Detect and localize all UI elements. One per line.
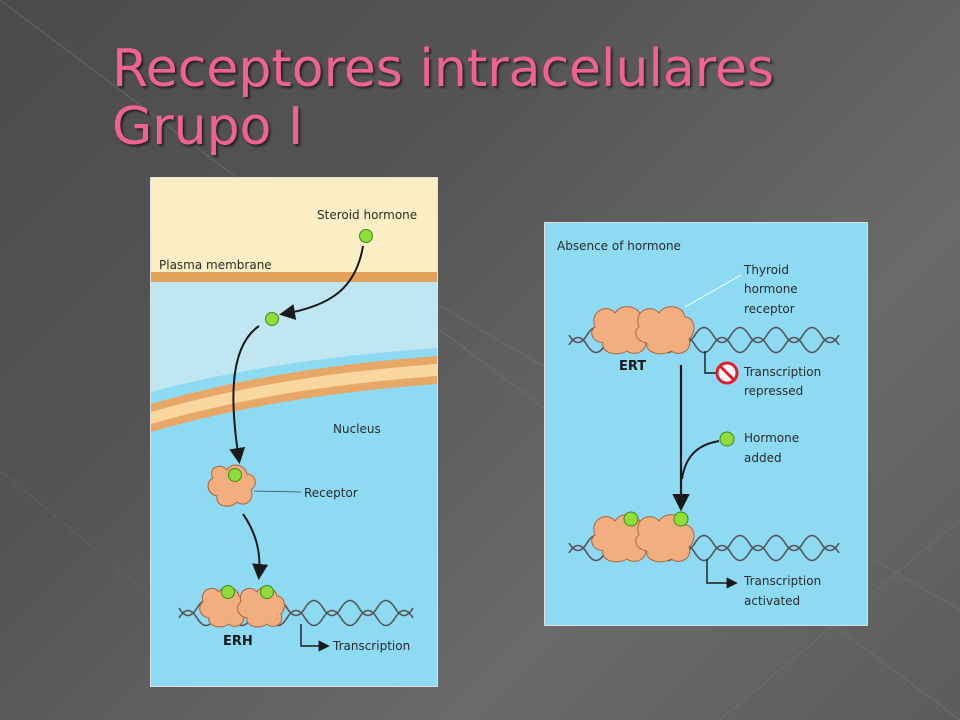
receptor-label: Receptor [304, 486, 358, 500]
no-entry-icon [715, 361, 739, 385]
title-line-2: Grupo I [112, 97, 304, 157]
thyroid-diagram-svg [568, 274, 840, 589]
slide-title: Receptores intracelulares Grupo I [112, 40, 774, 156]
activated-label-2: activated [744, 594, 801, 608]
steroid-hormone-dot [359, 229, 373, 243]
hormone-added-label-2: added [744, 451, 782, 465]
nuclear-envelope-inner [151, 364, 437, 424]
dna-arrow [242, 513, 269, 580]
thyroid-receptor-dimer [591, 306, 695, 355]
steroid-receptor-diagram: Steroid hormone Plasma membrane Nucleus … [150, 177, 438, 687]
activated-label-1: Transcription [744, 574, 822, 588]
thyroid-label-3: receptor [744, 302, 795, 316]
nucleus-arrow [229, 325, 260, 464]
extracellular-region [151, 178, 437, 272]
steroid-hormone-label: Steroid hormone [317, 208, 418, 222]
absence-label: Absence of hormone [557, 239, 681, 253]
steroid-diagram-svg [151, 178, 437, 686]
hormone-added-label-1: Hormone [744, 431, 800, 445]
receptor-dimer [199, 585, 285, 628]
entry-arrow [279, 245, 364, 320]
repressed-label-2: repressed [744, 384, 804, 398]
thyroid-receptor-diagram: Absence of hormone Thyroid hormone recep… [544, 222, 868, 626]
cytoplasm-hormone-dot [265, 312, 279, 326]
ert-tag: ERT [619, 359, 647, 374]
activated-receptor-dimer [591, 511, 695, 563]
transcription-label: Transcription [333, 639, 411, 653]
thyroid-label-2: hormone [744, 282, 798, 296]
receptor-pointer-right [684, 274, 742, 308]
plasma-membrane [151, 272, 437, 282]
nucleus-label: Nucleus [333, 422, 381, 436]
hormone-added-arrow [681, 440, 720, 480]
receptor-pointer [253, 490, 302, 493]
activated-arrow [706, 559, 738, 589]
receptor-complex [207, 464, 256, 507]
repressed-arrow [704, 351, 719, 374]
title-line-1: Receptores intracelulares [112, 39, 775, 99]
repressed-label-1: Transcription [744, 365, 822, 379]
transcription-arrow [300, 624, 330, 652]
thyroid-label-1: Thyroid [744, 263, 789, 277]
added-hormone-dot [719, 431, 735, 447]
plasma-membrane-label: Plasma membrane [159, 258, 272, 272]
erh-tag: ERH [223, 634, 253, 649]
